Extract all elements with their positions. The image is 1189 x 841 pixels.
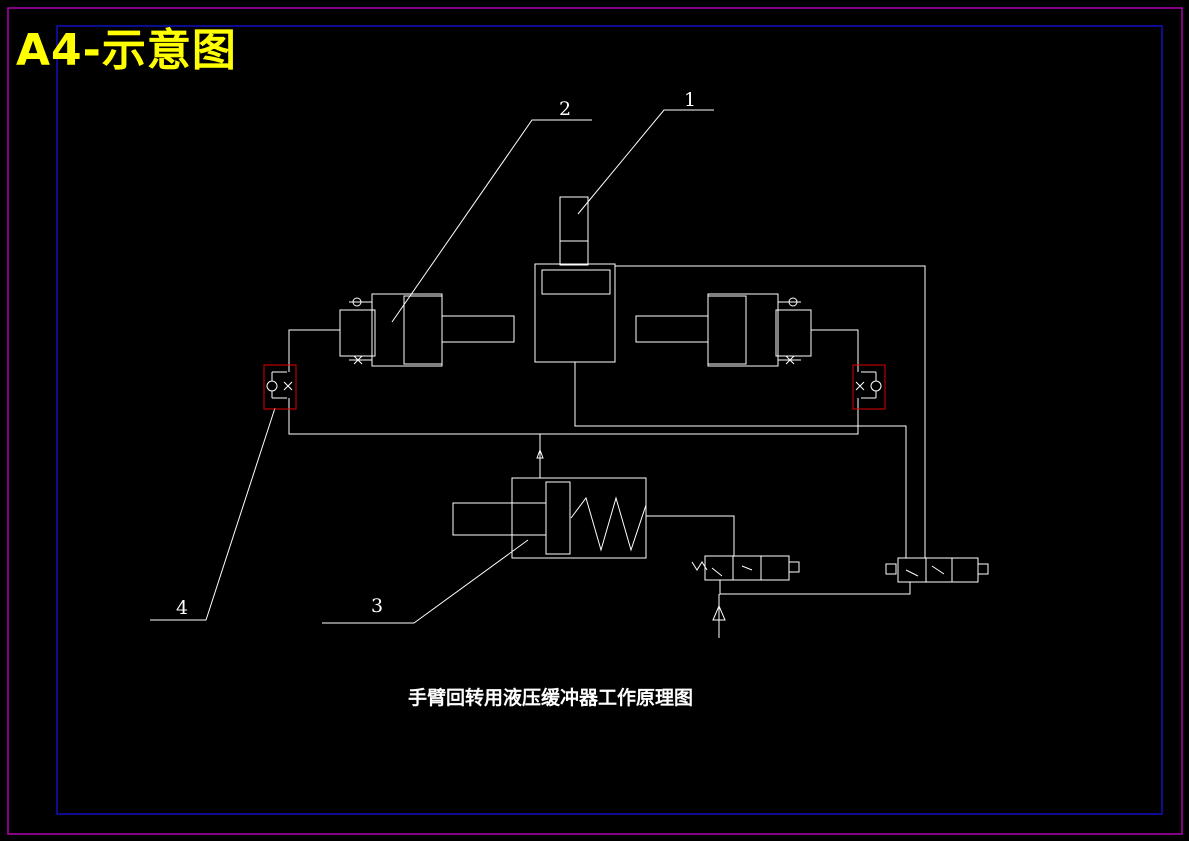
- left-cylinder: [339, 293, 515, 367]
- callout-1: 1: [684, 89, 696, 111]
- callout-4: 4: [176, 597, 188, 619]
- diagram-caption: 手臂回转用液压缓冲器工作原理图: [408, 687, 694, 709]
- hydraulic-lines: [288, 265, 926, 638]
- leader-lines: [150, 109, 714, 624]
- inner-frame: [56, 25, 1163, 815]
- highlight-box-left: [263, 364, 297, 410]
- callout-3: 3: [371, 595, 383, 617]
- sheet-title: A4-示意图: [16, 25, 237, 76]
- callout-2: 2: [559, 98, 571, 120]
- left-throttle-check-valve: [266, 371, 293, 399]
- outer-frame: [7, 7, 1183, 835]
- highlight-box-right: [852, 364, 886, 410]
- right-throttle-check-valve: [855, 371, 882, 399]
- buffer-cylinder: [534, 196, 616, 363]
- left-directional-valve: [691, 555, 800, 581]
- right-directional-valve: [885, 557, 989, 583]
- spring-accumulator: [452, 477, 647, 559]
- right-cylinder: [635, 293, 812, 367]
